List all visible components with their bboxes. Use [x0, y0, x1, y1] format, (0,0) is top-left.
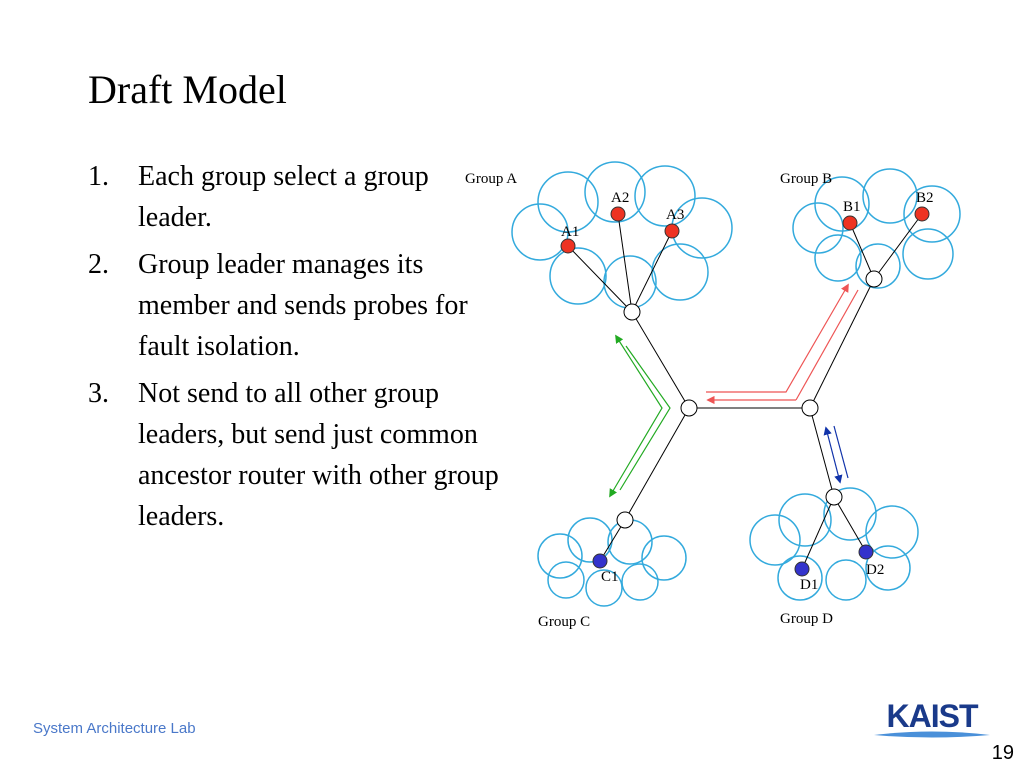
router-node	[825, 488, 843, 506]
link	[567, 245, 633, 313]
member-node-b2	[914, 206, 930, 222]
router-node	[623, 303, 641, 321]
link	[631, 311, 690, 409]
bullet-item: 3. Not send to all other group leaders, …	[88, 373, 508, 537]
member-label-a2: A2	[611, 190, 629, 206]
link	[809, 407, 835, 498]
cloud-group-c	[537, 517, 687, 607]
link	[873, 213, 923, 280]
bullet-number: 2.	[88, 249, 109, 280]
bullet-text: Group leader manages its member and send…	[138, 249, 468, 362]
kaist-logo-swoosh	[874, 731, 990, 738]
kaist-logo-text: KAIST	[887, 698, 979, 734]
member-node-a1	[560, 238, 576, 254]
link	[849, 222, 875, 280]
bullet-text: Each group select a group leader.	[138, 161, 429, 233]
link	[801, 496, 835, 570]
link	[617, 213, 633, 313]
member-node-d2	[858, 544, 874, 560]
bullet-number: 3.	[88, 378, 109, 409]
member-node-b1	[842, 215, 858, 231]
router-node	[616, 511, 634, 529]
probe-arrow-red-inner-2	[795, 289, 859, 401]
bullet-item: 2. Group leader manages its member and s…	[88, 244, 508, 367]
footer-lab-name: System Architecture Lab	[33, 720, 196, 737]
bullet-item: 1. Each group select a group leader.	[88, 156, 508, 238]
bullet-list: 1. Each group select a group leader. 2. …	[88, 156, 508, 543]
probe-arrow-blue-right	[833, 425, 849, 479]
group-d-label: Group D	[780, 611, 833, 627]
member-node-c1	[592, 553, 608, 569]
member-label-b1: B1	[843, 199, 861, 215]
member-label-b2: B2	[916, 190, 934, 206]
probe-arrow-green-inner	[619, 345, 671, 491]
member-node-a2	[610, 206, 626, 222]
probe-arrow-green-outer	[609, 334, 663, 498]
link	[624, 407, 690, 521]
kaist-logo: KAIST	[874, 698, 990, 738]
group-c-label: Group C	[538, 614, 590, 630]
cloud-group-a	[511, 161, 733, 309]
page-number: 19	[991, 742, 1014, 764]
link	[833, 496, 867, 553]
link	[631, 230, 673, 313]
bullet-text: Not send to all other group leaders, but…	[138, 378, 499, 532]
bullet-number: 1.	[88, 161, 109, 192]
slide-title: Draft Model	[88, 67, 287, 112]
member-node-d1	[794, 561, 810, 577]
router-node	[680, 399, 698, 417]
cloud-group-d	[749, 487, 919, 601]
member-node-a3	[664, 223, 680, 239]
router-node	[865, 270, 883, 288]
group-a-label: Group A	[465, 171, 517, 187]
group-b-label: Group B	[780, 171, 832, 187]
member-label-a3: A3	[666, 207, 684, 223]
router-node	[801, 399, 819, 417]
member-label-a1: A1	[561, 224, 579, 240]
link	[809, 278, 875, 409]
member-label-c1: C1	[601, 569, 619, 585]
probe-arrow-blue-left	[823, 426, 843, 484]
probe-arrow-red-outer	[706, 283, 849, 393]
cloud-group-b	[792, 168, 961, 289]
member-label-d2: D2	[866, 562, 884, 578]
member-label-d1: D1	[800, 577, 818, 593]
